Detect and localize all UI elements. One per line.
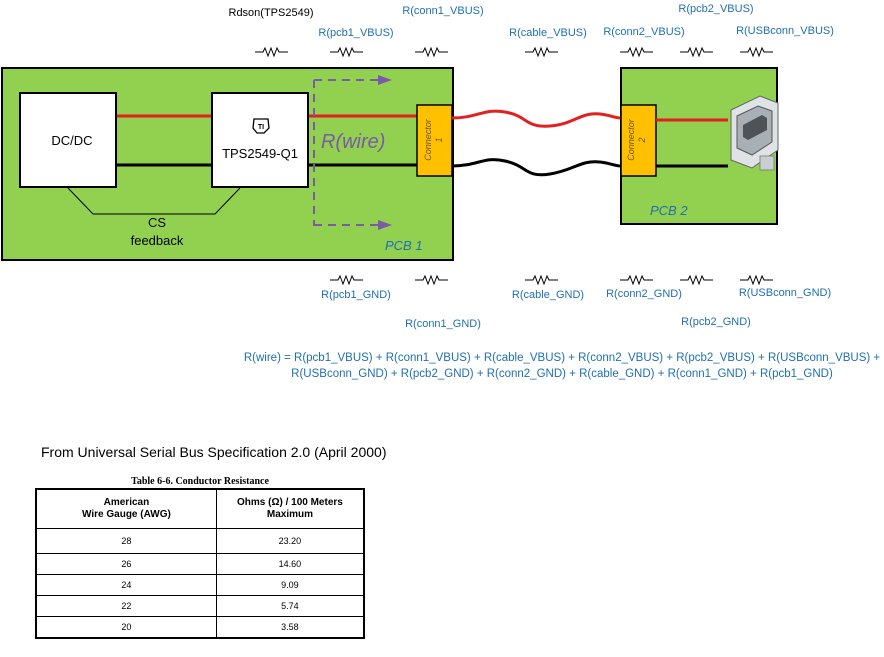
connector1 — [416, 104, 453, 177]
formula-line-1: R(wire) = R(pcb1_VBUS) + R(conn1_VBUS) +… — [243, 352, 881, 364]
connector2-label: Connector — [626, 118, 636, 161]
label-rdson: Rdson(TPS2549) — [229, 7, 314, 19]
header-awg: American Wire Gauge (AWG) — [36, 489, 217, 529]
table-row: 26 14.60 — [36, 553, 365, 575]
conductor-resistance-table: American Wire Gauge (AWG) Ohms (Ω) / 100… — [35, 488, 365, 639]
usb-receptacle-icon — [730, 95, 779, 171]
source-note: From Universal Serial Bus Specification … — [41, 444, 387, 460]
header-ohms: Ohms (Ω) / 100 Meters Maximum — [215, 489, 365, 529]
connector1-label: Connector — [423, 118, 433, 161]
connector2-number: 2 — [637, 137, 647, 143]
resistor-symbols-top — [255, 46, 773, 58]
cell-awg: 24 — [36, 574, 217, 596]
cell-awg: 26 — [36, 553, 217, 575]
label-usbconn-gnd: R(USBconn_GND) — [739, 287, 831, 299]
cell-ohms: 9.09 — [215, 574, 365, 596]
connector1-number: 1 — [434, 137, 444, 142]
cell-awg: 22 — [36, 595, 217, 617]
rwire-arrow-bottom-icon — [378, 220, 392, 230]
cell-awg: 20 — [36, 616, 217, 638]
cell-ohms: 23.20 — [215, 528, 365, 554]
label-conn1-gnd: R(conn1_GND) — [405, 318, 481, 330]
label-conn2-vbus: R(conn2_VBUS) — [603, 26, 684, 38]
cs-label: CS — [148, 215, 166, 230]
connector2 — [620, 104, 657, 177]
tps2549-label: TPS2549-Q1 — [222, 146, 298, 161]
label-pcb1-gnd: R(pcb1_GND) — [321, 289, 391, 301]
cell-awg: 28 — [36, 528, 217, 554]
cell-ohms: 5.74 — [215, 595, 365, 617]
dcdc-block — [19, 92, 117, 188]
table-header-row: American Wire Gauge (AWG) Ohms (Ω) / 100… — [36, 489, 365, 529]
label-usbconn-vbus: R(USBconn_VBUS) — [736, 25, 834, 37]
resistor-symbols-bottom — [330, 274, 773, 286]
cell-ohms: 3.58 — [215, 616, 365, 638]
label-pcb1-vbus: R(pcb1_VBUS) — [318, 27, 393, 39]
usb-resistance-diagram: DC/DC TI TPS2549-Q1 CS feedback R(wire) … — [1, 3, 834, 330]
tps2549-block — [211, 92, 309, 188]
rwire-dashed-path — [313, 79, 380, 226]
label-conn2-gnd: R(conn2_GND) — [606, 288, 682, 300]
svg-text:TI: TI — [258, 124, 264, 131]
cable-gnd-wire — [451, 158, 622, 177]
table-row: 20 3.58 — [36, 616, 365, 638]
dcdc-label: DC/DC — [51, 133, 92, 148]
label-cable-vbus: R(cable_VBUS) — [509, 27, 587, 39]
rwire-formula: R(wire) = R(pcb1_VBUS) + R(conn1_VBUS) +… — [240, 350, 884, 382]
label-pcb2-vbus: R(pcb2_VBUS) — [678, 3, 753, 15]
table-row: 22 5.74 — [36, 595, 365, 617]
rwire-arrow-top-icon — [378, 75, 392, 85]
pcb2-label: PCB 2 — [650, 203, 688, 218]
table-row: 28 23.20 — [36, 528, 365, 554]
table-caption: Table 6-6. Conductor Resistance — [131, 476, 269, 487]
cs-feedback-line — [67, 187, 241, 215]
table-row: 24 9.09 — [36, 574, 365, 596]
feedback-label: feedback — [131, 233, 184, 248]
ti-logo-icon: TI — [252, 118, 270, 134]
formula-line-2: R(USBconn_GND) + R(pcb2_GND) + R(conn2_G… — [291, 368, 833, 380]
label-conn1-vbus: R(conn1_VBUS) — [402, 5, 483, 17]
label-cable-gnd: R(cable_GND) — [512, 289, 584, 301]
label-pcb2-gnd: R(pcb2_GND) — [681, 316, 751, 328]
rwire-label: R(wire) — [321, 131, 385, 153]
cable-vbus-wire — [451, 109, 622, 128]
cell-ohms: 14.60 — [215, 553, 365, 575]
pcb1-label: PCB 1 — [385, 238, 423, 253]
